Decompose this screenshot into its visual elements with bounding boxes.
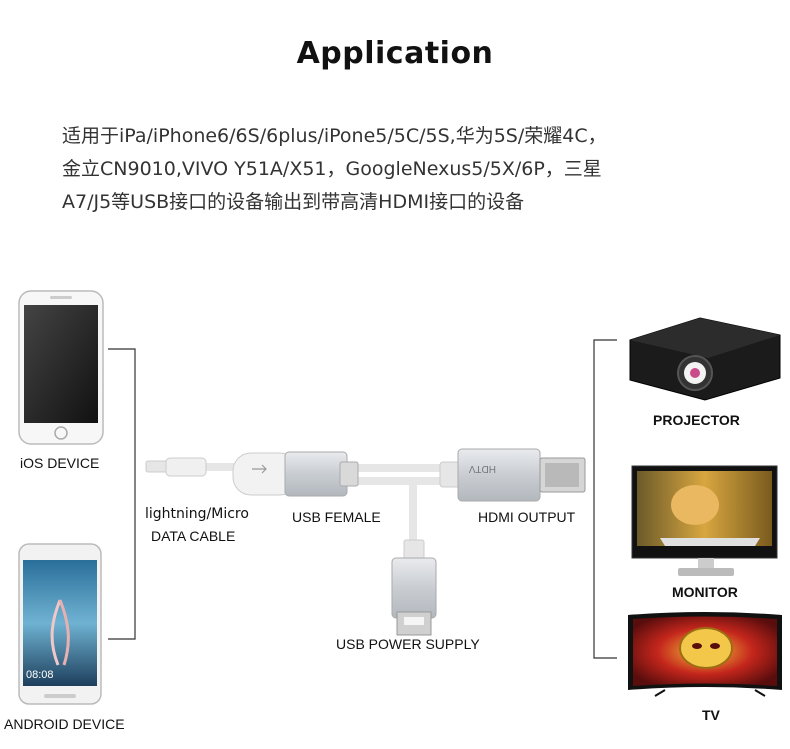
hdmi-plug-icon: HDTV [439, 448, 586, 502]
usb-female-label: USB FEMALE [292, 509, 381, 525]
ios-device-label: iOS DEVICE [20, 455, 100, 471]
right-bracket [593, 339, 617, 659]
page-title: Application [296, 36, 494, 71]
android-device-label: ANDROID DEVICE [4, 716, 125, 732]
android-clock: 08:08 [26, 669, 54, 681]
description-line-2: 金立CN9010,VIVO Y51A/X51，GoogleNexus5/5X/6… [62, 158, 602, 180]
hdmi-output-label: HDMI OUTPUT [478, 509, 576, 525]
monitor-icon [631, 465, 778, 576]
usb-power-label: USB POWER SUPPLY [336, 636, 480, 652]
ios-phone-icon [18, 290, 104, 445]
projector-label: PROJECTOR [653, 412, 740, 428]
left-bracket [108, 348, 136, 640]
lightning-plug-icon [145, 457, 207, 477]
tv-icon [628, 612, 782, 697]
hdtv-mark: HDTV [468, 463, 496, 474]
projector-icon [629, 317, 781, 401]
cable-label-line-1: lightning/Micro [145, 506, 249, 522]
cable-label-line-2: DATA CABLE [151, 528, 236, 544]
android-phone-icon: 08:08 [18, 543, 102, 705]
description-line-3: A7/J5等USB接口的设备输出到带高清HDMI接口的设备 [62, 191, 525, 213]
usb-female-adapter-icon [232, 451, 359, 497]
usb-power-plug-icon [391, 539, 437, 636]
description: 适用于iPa/iPhone6/6S/6plus/iPone5/5C/5S,华为5… [62, 120, 762, 219]
monitor-label: MONITOR [672, 584, 738, 600]
tv-label: TV [702, 707, 720, 723]
description-line-1: 适用于iPa/iPhone6/6S/6plus/iPone5/5C/5S,华为5… [62, 125, 607, 147]
